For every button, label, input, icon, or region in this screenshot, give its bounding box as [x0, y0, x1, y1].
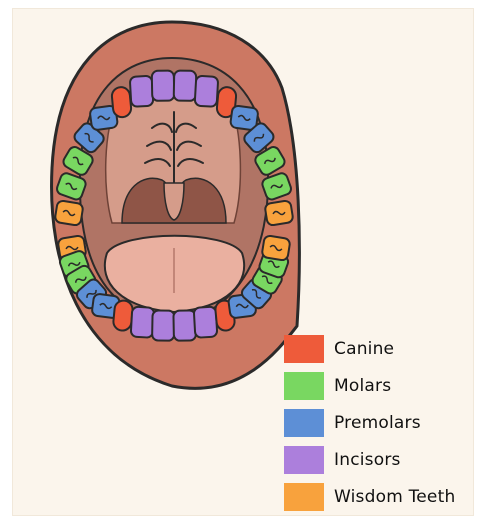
lower-tooth-8-incisors [152, 310, 175, 340]
legend: Canine Molars Premolars Incisors Wisdom … [284, 335, 474, 520]
legend-item-incisors: Incisors [284, 446, 474, 474]
legend-label-wisdom-teeth: Wisdom Teeth [334, 487, 455, 507]
lower-tooth-7-incisors [131, 307, 155, 338]
molars-swatch [284, 372, 324, 400]
premolars-swatch [284, 409, 324, 437]
legend-item-molars: Molars [284, 372, 474, 400]
upper-tooth-10-incisors [195, 76, 219, 107]
diagram-canvas: Canine Molars Premolars Incisors Wisdom … [12, 8, 474, 516]
legend-label-molars: Molars [334, 376, 391, 396]
upper-tooth-9-incisors [174, 70, 197, 100]
legend-label-canine: Canine [334, 339, 394, 359]
lower-tooth-10-incisors [194, 307, 218, 338]
lower-tooth-9-incisors [173, 310, 196, 340]
legend-label-incisors: Incisors [334, 450, 401, 470]
canine-swatch [284, 335, 324, 363]
legend-item-canine: Canine [284, 335, 474, 363]
legend-item-wisdom-teeth: Wisdom Teeth [284, 483, 474, 511]
upper-tooth-7-incisors [130, 76, 154, 107]
incisors-swatch [284, 446, 324, 474]
upper-tooth-8-incisors [152, 70, 175, 100]
legend-item-premolars: Premolars [284, 409, 474, 437]
wisdom-teeth-swatch [284, 483, 324, 511]
upper-tooth-6-canine [111, 86, 132, 118]
legend-label-premolars: Premolars [334, 413, 421, 433]
